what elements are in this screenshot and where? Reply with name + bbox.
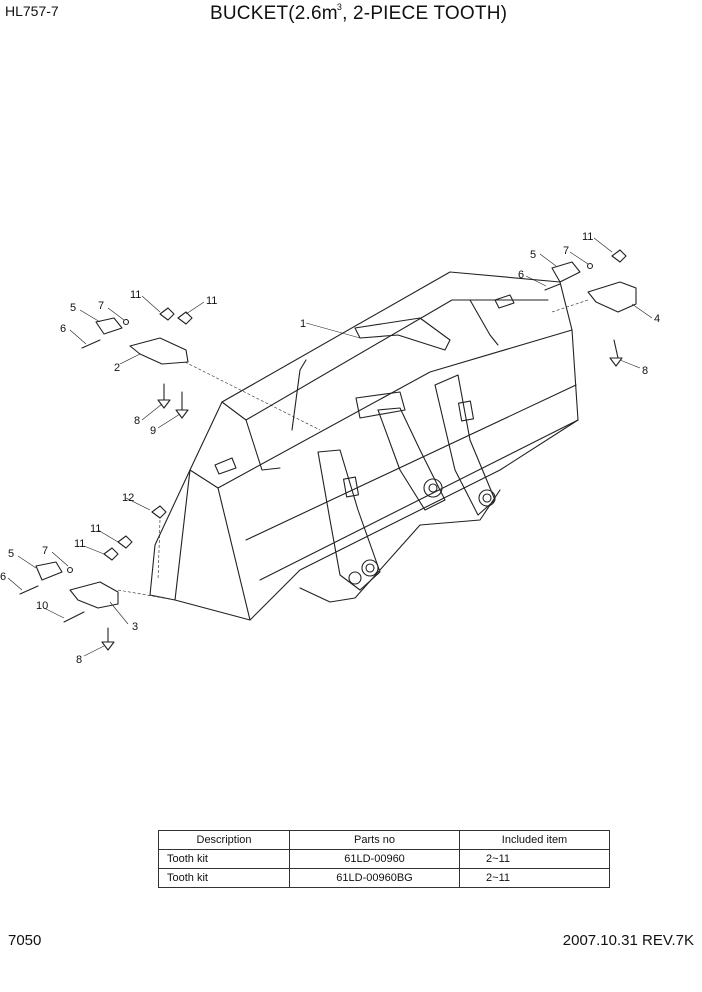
- callout-label: 12: [122, 492, 134, 504]
- bracket-1: [317, 449, 381, 591]
- guard-plate: [354, 317, 451, 351]
- callout-label: 7: [42, 545, 48, 557]
- callout-label: 8: [642, 365, 648, 377]
- column-header: Parts no: [289, 830, 461, 850]
- callout-label: 9: [150, 425, 156, 437]
- callout-label: 4: [654, 313, 660, 325]
- table-row: Tooth kit 61LD-00960BG 2~11: [157, 868, 610, 888]
- parts-table: Description Parts no Included item Tooth…: [157, 830, 610, 888]
- tooth-5-right: [551, 261, 581, 283]
- callout-label: 6: [0, 571, 6, 583]
- callout-label: 7: [563, 245, 569, 257]
- column-header: Included item: [459, 830, 610, 850]
- column-header: Description: [157, 830, 291, 850]
- callout-label: 6: [518, 269, 524, 281]
- adapter-3: [69, 581, 119, 609]
- tooth-5-left-lower: [35, 561, 63, 581]
- table-header-row: Description Parts no Included item: [157, 830, 610, 850]
- title-superscript: 3: [336, 2, 343, 12]
- page-number: 7050: [8, 932, 42, 949]
- adapter-4: [587, 281, 637, 313]
- callout-label: 11: [130, 289, 141, 301]
- description-cell: Tooth kit: [157, 849, 291, 869]
- description-cell: Tooth kit: [157, 868, 291, 888]
- callout-label: 3: [132, 621, 138, 633]
- callout-label: 5: [70, 302, 76, 314]
- bucket-body: [174, 271, 579, 621]
- callout-label: 11: [74, 538, 85, 550]
- included-item-cell: 2~11: [459, 868, 610, 888]
- callout-label: 11: [206, 295, 217, 307]
- callout-label: 2: [114, 362, 120, 374]
- bracket-2: [377, 407, 446, 511]
- title-rest: , 2-PIECE TOOTH): [342, 3, 508, 24]
- part-number-cell: 61LD-00960BG: [289, 868, 461, 888]
- model-code: HL757-7: [5, 3, 59, 19]
- callout-label: 7: [98, 300, 104, 312]
- tooth-5-left-upper: [95, 317, 123, 335]
- callout-label: 8: [134, 415, 140, 427]
- callout-label: 11: [582, 231, 593, 243]
- callout-label: 10: [36, 600, 48, 612]
- callout-label: 5: [530, 249, 536, 261]
- included-item-cell: 2~11: [459, 849, 610, 869]
- table-row: Tooth kit 61LD-00960 2~11: [157, 849, 610, 869]
- callout-label: 11: [90, 523, 101, 535]
- adapter-2: [129, 337, 189, 365]
- page-title: BUCKET(2.6m3, 2-PIECE TOOTH): [210, 2, 507, 25]
- callout-label: 8: [76, 654, 82, 666]
- part-number-cell: 61LD-00960: [289, 849, 461, 869]
- revision-date: 2007.10.31 REV.7K: [562, 932, 694, 949]
- title-main: BUCKET(2.6m: [210, 3, 338, 24]
- callout-label: 5: [8, 548, 14, 560]
- callout-label: 1: [300, 318, 306, 330]
- callout-label: 6: [60, 323, 66, 335]
